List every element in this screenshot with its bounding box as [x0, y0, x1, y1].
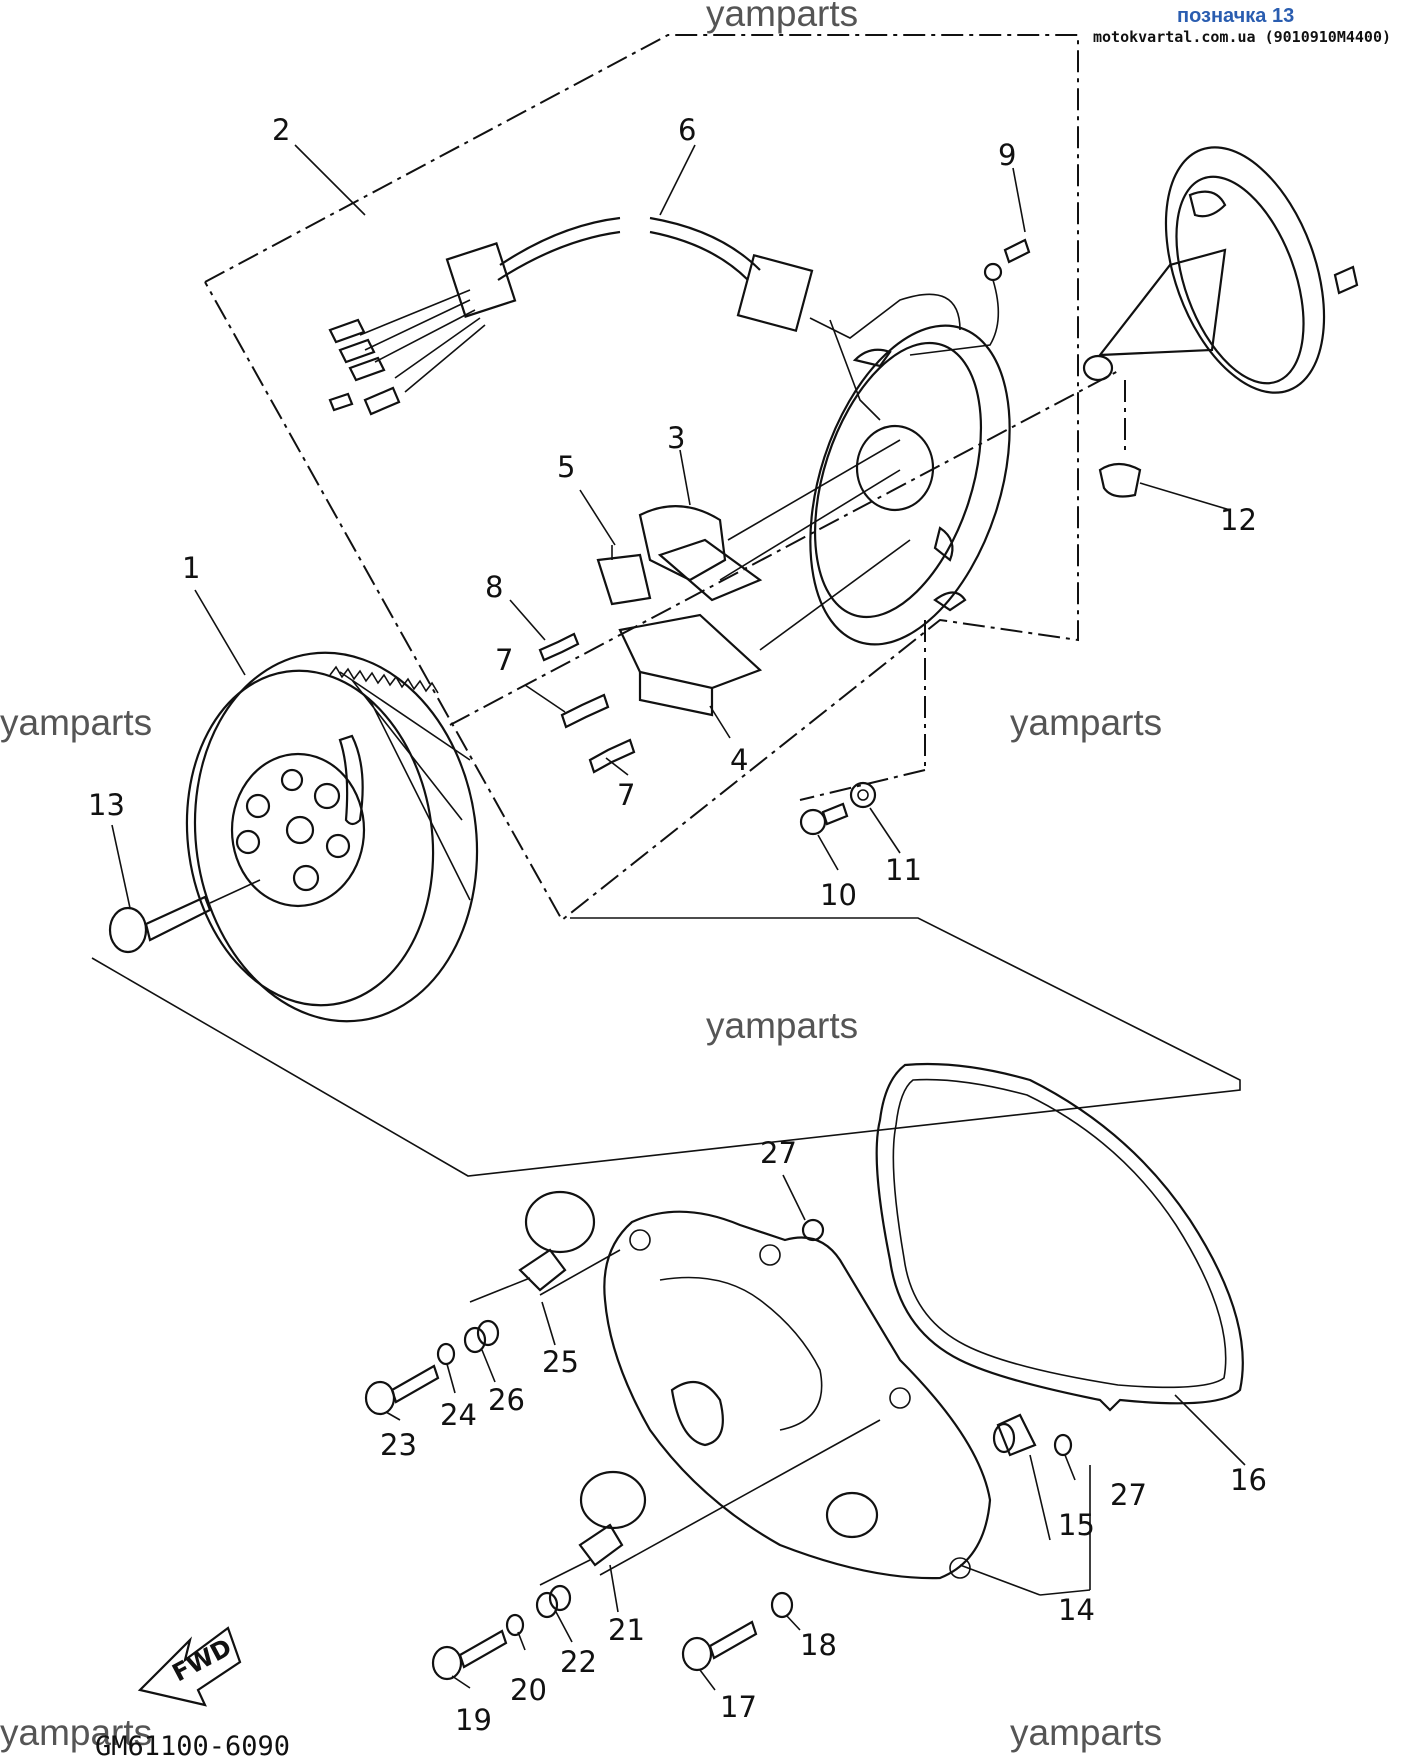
watermark-left: yamparts	[0, 702, 152, 743]
callout-21: 21	[608, 1613, 645, 1647]
flywheel-rotor	[185, 651, 479, 1023]
callout-11: 11	[885, 853, 922, 887]
flywheel-plane	[91, 917, 1241, 1177]
callout-22: 22	[560, 1645, 597, 1679]
callout-20: 20	[510, 1673, 547, 1707]
callout-18: 18	[800, 1628, 837, 1662]
callout-16: 16	[1230, 1463, 1267, 1497]
header-title: позначка 13	[1177, 5, 1295, 27]
watermark-center: yamparts	[706, 1005, 858, 1046]
callout-19: 19	[455, 1703, 492, 1737]
generator-cover	[603, 1210, 992, 1580]
wiring-harness	[328, 216, 961, 421]
watermark-bottom-left: yamparts	[0, 1712, 152, 1753]
callout-26: 26	[488, 1383, 525, 1417]
callout-25: 25	[542, 1345, 579, 1379]
bolt-17	[681, 1620, 758, 1672]
bolt-23	[364, 1364, 440, 1416]
pulser-coil	[638, 439, 901, 602]
stator-plate	[809, 324, 1011, 646]
watermark-top: yamparts	[706, 0, 858, 34]
cover-gasket	[875, 1062, 1244, 1412]
callout-3: 3	[667, 421, 685, 455]
bolt-19	[431, 1629, 508, 1681]
washer-20	[505, 1613, 525, 1637]
collar-26	[463, 1319, 500, 1354]
watermark-bottom-right: yamparts	[1010, 1712, 1162, 1753]
callout-15: 15	[1058, 1508, 1095, 1542]
callout-8: 8	[485, 570, 503, 604]
callout-12: 12	[1220, 503, 1257, 537]
header-subtitle: motokvartal.com.ua (9010910M4400)	[1093, 28, 1392, 46]
plate-axis-2	[799, 769, 926, 801]
callout-13: 13	[88, 788, 125, 822]
fwd-label: FWD	[168, 1633, 237, 1687]
callout-10: 10	[820, 878, 857, 912]
dowel-pin-15	[992, 1413, 1037, 1457]
callout-7a: 7	[495, 643, 513, 677]
flywheel-bolt	[108, 879, 261, 954]
callout-5: 5	[557, 450, 575, 484]
dowel-pin-27-lower	[1053, 1433, 1073, 1457]
fwd-arrow-icon: FWD	[137, 1626, 242, 1707]
washer-24	[436, 1342, 456, 1366]
callouts: 1 2 3 4 5 6 7 7 7 8 9 10 11 12 13 14 15 …	[88, 113, 1267, 1737]
stator-screws	[538, 632, 636, 774]
callout-6: 6	[678, 113, 696, 147]
callout-27-lower: 27	[1110, 1478, 1147, 1512]
crankshaft	[1082, 146, 1359, 394]
diagram-code: GM61100-6090	[95, 1731, 290, 1762]
callout-27-upper: 27	[760, 1136, 797, 1170]
screw-10	[799, 802, 849, 836]
clamp-25	[469, 1190, 621, 1303]
callout-14: 14	[1058, 1593, 1095, 1627]
watermark-right: yamparts	[1010, 702, 1162, 743]
center-axis	[449, 369, 1121, 726]
leader-lines	[111, 144, 1246, 1691]
callout-24: 24	[440, 1398, 477, 1432]
washer-11	[849, 781, 877, 809]
callout-7b: 7	[617, 778, 635, 812]
callout-17: 17	[720, 1690, 757, 1724]
callout-2: 2	[272, 113, 290, 147]
lighting-coil-bracket	[596, 545, 652, 606]
dowel-pin-27-upper	[801, 1218, 825, 1242]
collar-22	[535, 1584, 572, 1619]
washer-18	[770, 1591, 794, 1619]
woodruff-key	[1098, 462, 1142, 498]
callout-4: 4	[730, 743, 748, 777]
callout-9: 9	[998, 138, 1016, 172]
clamp-21	[539, 1419, 881, 1586]
charge-coil	[618, 539, 911, 717]
callout-1: 1	[182, 551, 200, 585]
stator-assembly-box	[204, 34, 1079, 922]
callout-23: 23	[380, 1428, 417, 1462]
cover-gasket-inner	[892, 1078, 1227, 1389]
ground-screw	[909, 238, 1031, 356]
